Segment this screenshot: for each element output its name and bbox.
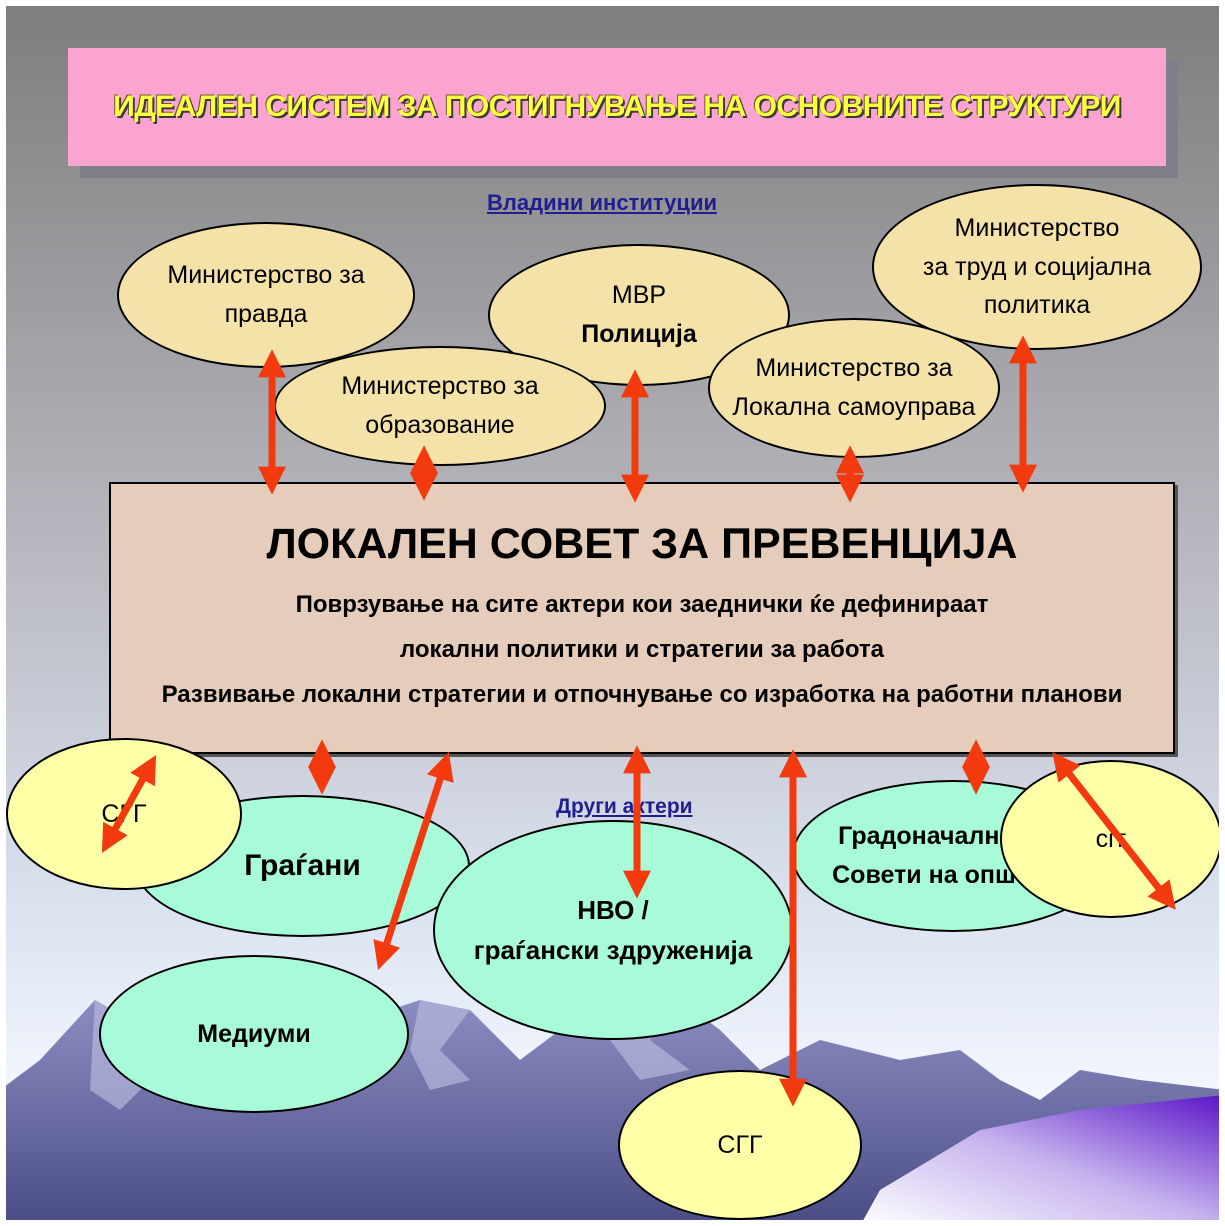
council-line-3: Развивање локални стратегии и отпочнувањ… <box>161 681 1123 708</box>
node-mvr-line1: МВР <box>611 281 667 310</box>
node-ministry-education-line2: образование <box>365 411 515 439</box>
node-ministry-local-gov: Министерство за Локална самоуправа <box>708 318 1000 458</box>
council-box: ЛОКАЛЕН СОВЕТ ЗА ПРЕВЕНЦИЈА Поврзување н… <box>109 482 1175 754</box>
node-sgg-left-label: СГГ <box>101 799 147 828</box>
node-ministry-education: Министерство за образование <box>274 346 606 466</box>
node-sgg-bottom: СГГ <box>618 1070 862 1220</box>
council-line-2: локални политики и стратегии за работа <box>399 636 885 663</box>
node-citizens-label: Граѓани <box>244 848 361 882</box>
diagram-title: ИДЕАЛЕН СИСТЕМ ЗА ПОСТИГНУВАЊЕ НА ОСНОВН… <box>113 90 1121 123</box>
node-ngo-line1: НВО / <box>577 894 649 925</box>
node-sgg-right-label: сгг <box>1095 824 1127 853</box>
node-ministry-justice-line1: Министерство за <box>167 261 365 290</box>
node-ministry-local-gov-line2: Локална самоуправа <box>732 393 976 421</box>
node-ministry-justice-line2: правда <box>224 300 308 328</box>
node-sgg-right: сгг <box>1000 760 1222 918</box>
node-sgg-bottom-label: СГГ <box>717 1130 763 1159</box>
node-ngo: НВО / граѓански здруженија <box>433 820 793 1040</box>
node-ministry-labor-line1: Министерство <box>954 213 1120 242</box>
node-media: Медиуми <box>99 955 409 1113</box>
node-ministry-justice: Министерство за правда <box>117 222 415 368</box>
section-label-other: Други актери <box>556 795 693 818</box>
node-mvr-line2: Полиција <box>581 320 697 348</box>
node-media-label: Медиуми <box>197 1019 311 1048</box>
node-ministry-labor: Министерство за труд и социјална политика <box>872 184 1202 350</box>
node-sgg-left: СГГ <box>6 738 242 890</box>
council-title: ЛОКАЛЕН СОВЕТ ЗА ПРЕВЕНЦИЈА <box>266 520 1018 568</box>
node-ngo-line2: граѓански здруженија <box>473 935 753 965</box>
node-ministry-education-line1: Министерство за <box>341 372 539 401</box>
node-ministry-labor-line3: политика <box>983 291 1091 320</box>
section-label-government: Владини институции <box>487 190 717 215</box>
council-line-1: Поврзување на сите актери кои заеднички … <box>295 591 989 618</box>
node-ministry-labor-line2: за труд и социјална <box>922 252 1152 281</box>
node-ministry-local-gov-line1: Министерство за <box>755 354 953 383</box>
title-banner: ИДЕАЛЕН СИСТЕМ ЗА ПОСТИГНУВАЊЕ НА ОСНОВН… <box>68 48 1166 166</box>
